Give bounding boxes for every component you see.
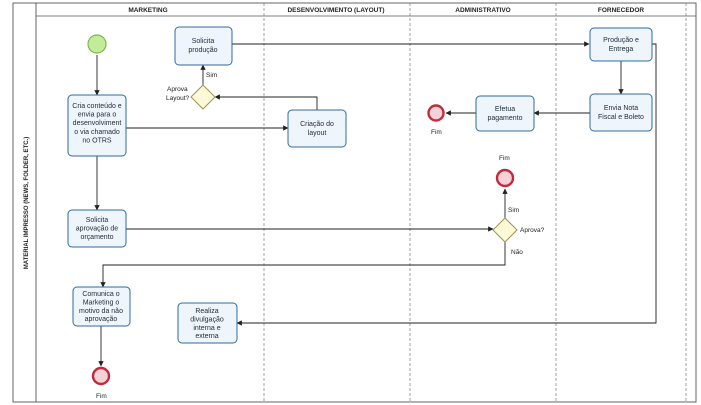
flow-producao-to-divulgacao	[236, 43, 657, 326]
end-label-comunica: Fim	[96, 393, 107, 400]
end-label-pagamento: Fim	[431, 129, 442, 136]
end-event-aprovacao	[495, 168, 515, 188]
end-event-pagamento	[427, 104, 445, 122]
sequence-flows	[94, 41, 657, 367]
gateway-aprova-layout	[190, 84, 216, 110]
lane-title-marketing: MARKETING	[128, 7, 167, 14]
flow-criacao-to-gateway	[214, 94, 318, 110]
lane-dividers	[263, 3, 687, 402]
lane-title-fornecedor: FORNECEDOR	[598, 7, 645, 14]
gateway-aprova	[492, 217, 518, 243]
end-event-comunica	[91, 366, 111, 386]
gateway-aprova-layout-question-1: Aprova	[167, 86, 188, 93]
gateway-aprova-layout-yes: Sim	[206, 72, 217, 79]
lane-title-administrativo: ADMINISTRATIVO	[455, 7, 511, 14]
pool-title: MATERIAL IMPRESSO (NEWS, FOLDER, ETC.)	[24, 137, 30, 269]
start-event	[87, 34, 107, 54]
flow-aprova-nao-to-comunica	[100, 242, 506, 288]
gateway-aprova-question: Aprova?	[520, 227, 545, 234]
lane-title-desenvolvimento: DESENVOLVIMENTO (LAYOUT)	[287, 7, 384, 14]
gateway-aprova-no: Não	[511, 249, 523, 256]
gateway-aprova-yes: Sim	[508, 207, 519, 214]
pool: MATERIAL IMPRESSO (NEWS, FOLDER, ETC.)	[12, 2, 697, 403]
gateway-aprova-layout-question-2: Layout?	[166, 95, 190, 102]
end-label-aprovacao: Fim	[499, 155, 510, 162]
